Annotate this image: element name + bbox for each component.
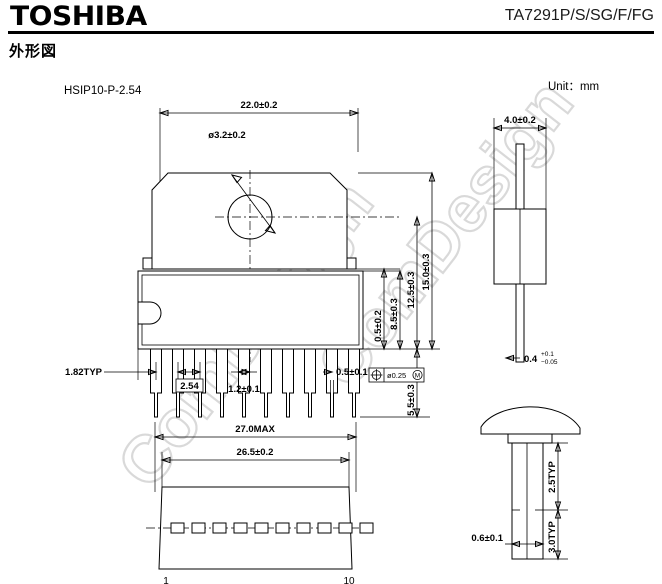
dim-detail-lead-width: 0.6±0.1 <box>471 533 545 548</box>
dim-lead-edge-offset-label: 1.82TYP <box>65 367 103 378</box>
dim-lead-width-narrow-label: 0.5±0.1 <box>336 367 368 378</box>
part-number: TA7291P/S/SG/F/FG <box>504 7 654 24</box>
dim-lead-width-wide-label: 1.2±0.1 <box>228 384 260 395</box>
dim-overall-height-label: 15.0±0.3 <box>421 254 432 291</box>
lead-section <box>275 522 290 534</box>
bottom-view: 27.0MAX 26.5±0.2 1 10 <box>146 422 374 584</box>
dim-lead-thickness-plus: +0.1 <box>541 351 554 358</box>
mounting-hole: ø3.2±0.2 <box>208 130 400 362</box>
lead-section <box>233 522 248 534</box>
lead-section <box>170 522 185 534</box>
dim-detail-lower-length-label: 3.0TYP <box>547 520 558 552</box>
lead <box>150 348 162 418</box>
lead-section <box>338 522 353 534</box>
position-tolerance-value: ø0.25 <box>387 371 406 380</box>
dim-hole-diameter-label: ø3.2±0.2 <box>208 130 245 141</box>
package-name-label: HSIP10-P-2.54 <box>64 85 142 97</box>
lead <box>326 348 338 418</box>
index-notch <box>137 301 162 325</box>
page-title: 外形図 <box>9 42 58 60</box>
dim-lead-width-wide: 1.2±0.1 <box>228 362 261 395</box>
lead <box>282 348 294 418</box>
dim-overall-length-max: 27.0MAX <box>153 422 358 492</box>
page-header: TOSHIBA TA7291P/S/SG/F/FG <box>0 0 662 34</box>
dim-lead-edge-offset: 1.82TYP <box>65 349 158 380</box>
lead <box>216 348 228 418</box>
side-lead <box>515 283 525 363</box>
bottom-lead-group <box>170 522 374 534</box>
dim-tab-thickness: 0.5±0.2 <box>373 267 388 351</box>
dim-detail-lower-length: 3.0TYP <box>543 508 568 561</box>
dim-body-length-label: 26.5±0.2 <box>237 447 274 458</box>
dim-tab-thickness-label: 0.5±0.2 <box>373 310 384 342</box>
dim-lead-length: 5.5±0.3 <box>406 347 421 419</box>
toshiba-logo: TOSHIBA <box>10 1 147 32</box>
dim-detail-upper-length: 2.5TYP <box>543 441 568 512</box>
lead <box>260 348 272 418</box>
dim-overall-width-label: 22.0±0.2 <box>241 100 278 111</box>
dim-hole-center-height-label: 12.5±0.3 <box>406 272 417 309</box>
header-rule <box>8 31 654 34</box>
dim-lead-pitch: 2.54 <box>175 362 204 393</box>
lead-section <box>254 522 269 534</box>
side-heat-tab <box>515 143 525 210</box>
lead-section <box>191 522 206 534</box>
lead <box>238 348 250 418</box>
lead-detail-shank <box>511 442 544 560</box>
lead-detail-view: 0.6±0.1 2.5TYP 3.0TYP <box>471 406 581 561</box>
dim-body-length: 26.5±0.2 <box>160 447 351 492</box>
dim-detail-upper-length-label: 2.5TYP <box>547 460 558 492</box>
dim-side-body-width: 4.0±0.2 <box>492 115 548 212</box>
side-view: 4.0±0.2 0.4 +0.1 −0.05 <box>492 115 558 366</box>
front-view: 22.0±0.2 ø3.2±0.2 <box>65 100 440 419</box>
dim-overall-length-max-label: 27.0MAX <box>235 424 275 435</box>
dim-overall-height: 15.0±0.3 <box>421 171 436 351</box>
tab-shoulder-right <box>346 257 357 270</box>
dim-body-height: 8.5±0.3 <box>389 269 404 351</box>
lead <box>348 348 360 418</box>
pin-number-last: 10 <box>343 576 355 584</box>
lead-detail-neck <box>507 433 553 444</box>
unit-label: Unit：mm <box>548 81 599 93</box>
lead-section <box>296 522 311 534</box>
dim-side-body-width-label: 4.0±0.2 <box>504 115 536 126</box>
lead-section <box>212 522 227 534</box>
dim-lead-pitch-label: 2.54 <box>180 381 199 392</box>
package-body-outline <box>137 270 364 350</box>
lead <box>304 348 316 418</box>
position-tolerance-frame: ø0.25 M <box>368 367 425 383</box>
dim-lead-thickness: 0.4 +0.1 −0.05 <box>504 351 558 366</box>
dim-hole-center-height: 12.5±0.3 <box>406 215 421 351</box>
dim-lead-thickness-minus: −0.05 <box>541 359 558 366</box>
lead-section <box>317 522 332 534</box>
lead-detail-head <box>480 406 581 435</box>
tab-shoulder-left <box>142 257 153 270</box>
dim-detail-lead-width-label: 0.6±0.1 <box>471 533 503 544</box>
lead-section <box>359 522 374 534</box>
dim-lead-width-narrow: 0.5±0.1 <box>323 367 368 402</box>
material-condition-modifier: M <box>415 373 420 380</box>
dim-body-height-label: 8.5±0.3 <box>389 298 400 330</box>
dim-lead-thickness-label: 0.4 <box>524 354 538 365</box>
pin-number-first: 1 <box>163 576 169 584</box>
lead-group <box>150 348 360 418</box>
outline-drawing: ComDesign ComDesign HSIP10-P-2.54 Unit：m… <box>0 62 662 584</box>
dim-lead-length-label: 5.5±0.3 <box>406 384 417 416</box>
